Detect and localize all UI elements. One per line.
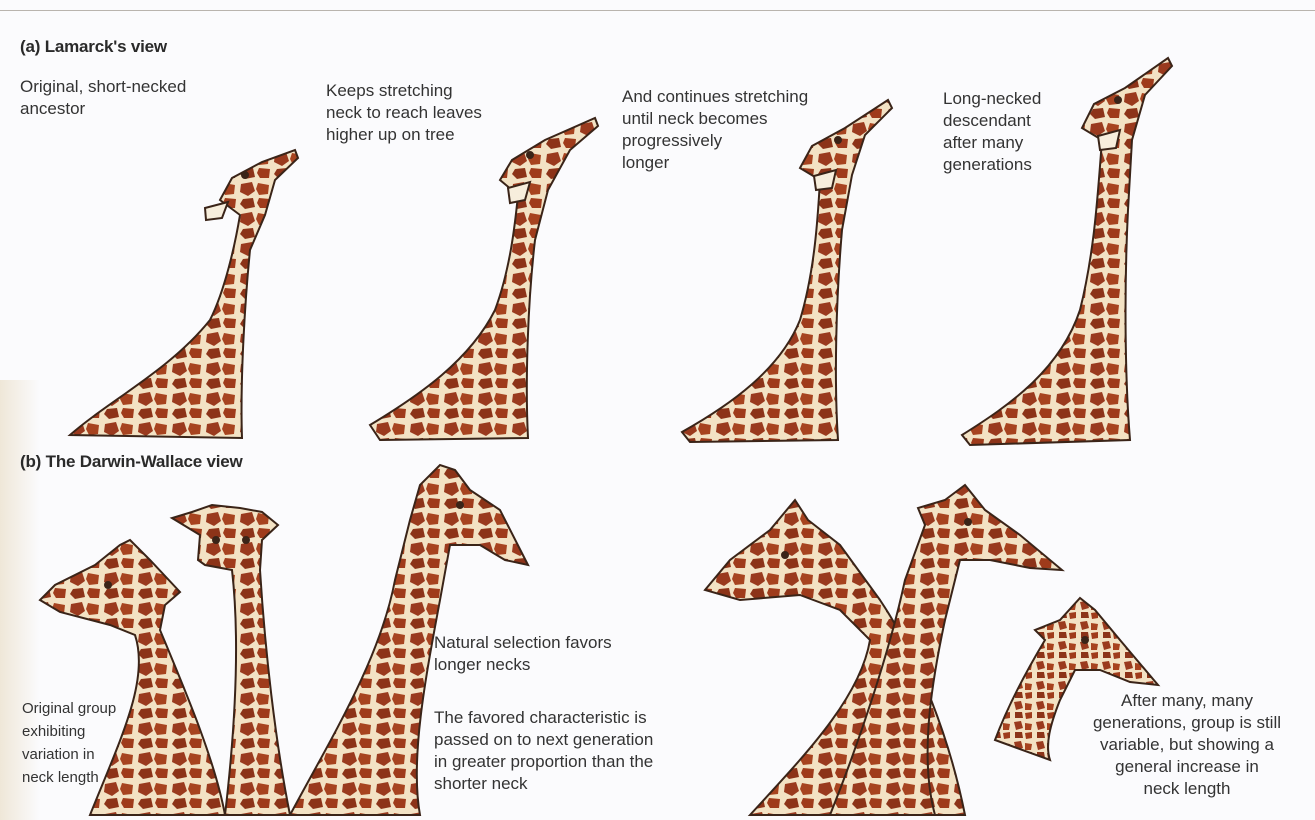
lamarck-giraffe-3 xyxy=(682,100,892,442)
descendant-group-giraffes xyxy=(705,485,1158,815)
lamarck-giraffe-1 xyxy=(70,150,298,438)
lamarck-giraffe-2 xyxy=(370,118,598,440)
original-group-giraffes xyxy=(40,465,528,815)
lamarck-giraffe-4 xyxy=(962,58,1172,445)
